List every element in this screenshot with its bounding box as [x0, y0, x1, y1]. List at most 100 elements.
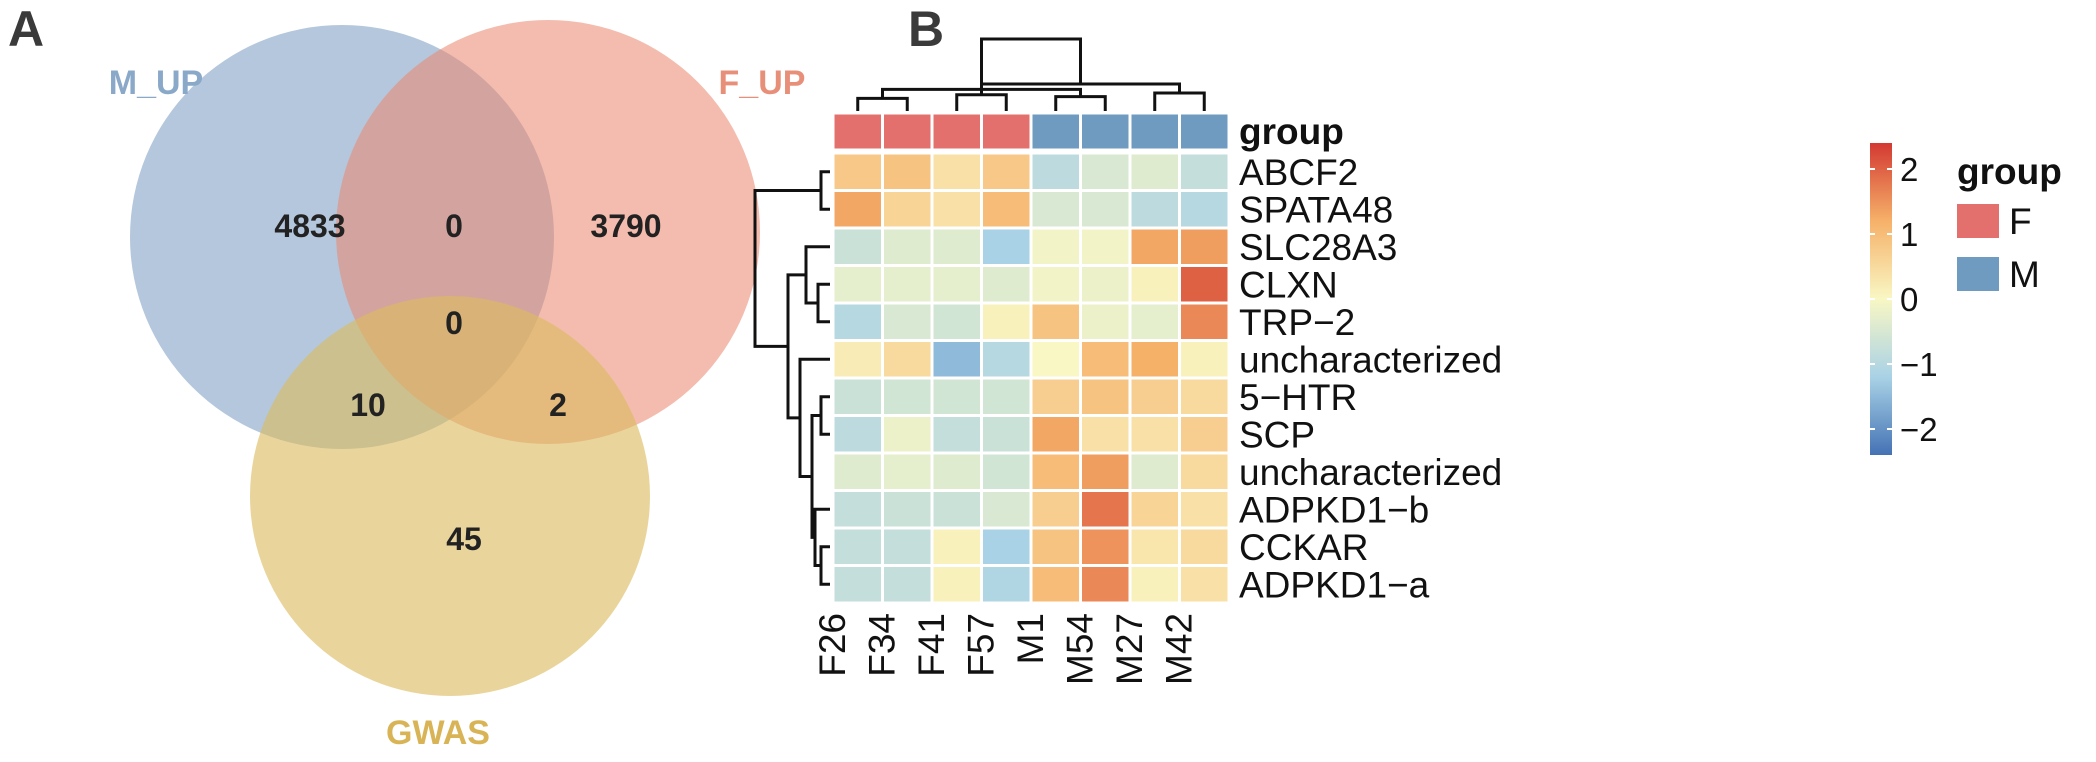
- heatmap-cell: [881, 451, 934, 492]
- heatmap-cell: [831, 451, 884, 492]
- heatmap-cell: [1128, 151, 1181, 192]
- column-label: M54: [1059, 613, 1100, 685]
- heatmap-cell: [1079, 264, 1132, 305]
- heatmap-cell: [1079, 489, 1132, 530]
- row-label: 5−HTR: [1239, 377, 1357, 418]
- dendrogram-branch: [819, 170, 830, 211]
- heatmap-cell: [930, 301, 983, 342]
- heatmap-cells: [831, 151, 1231, 605]
- heatmap-cell: [980, 264, 1033, 305]
- heatmap-cell: [881, 226, 934, 267]
- venn-count-mfg: 0: [445, 305, 463, 341]
- heatmap-cell: [980, 526, 1033, 567]
- venn-label-m-up: M_UP: [109, 64, 203, 102]
- heatmap-cell: [930, 414, 983, 455]
- dendrogram-branch: [798, 357, 830, 478]
- venn-count-f-only: 3790: [590, 208, 661, 244]
- heatmap-cell: [881, 564, 934, 605]
- heatmap-cell: [1029, 489, 1082, 530]
- annotation-row-label: group: [1239, 111, 1344, 152]
- venn-label-f-up: F_UP: [719, 64, 806, 102]
- heatmap-cell: [831, 526, 884, 567]
- row-label: uncharacterized: [1239, 452, 1502, 493]
- annotation-cell-F34: [881, 111, 934, 152]
- heatmap-cell: [1128, 226, 1181, 267]
- heatmap-cell: [1029, 376, 1082, 417]
- heatmap-cell: [1029, 264, 1082, 305]
- heatmap-cell: [1178, 451, 1231, 492]
- heatmap-cell: [1128, 414, 1181, 455]
- heatmap-cell: [1029, 451, 1082, 492]
- heatmap-cell: [980, 339, 1033, 380]
- dendrogram-branch: [786, 273, 806, 420]
- heatmap-cell: [1079, 414, 1132, 455]
- heatmap-cell: [1178, 414, 1231, 455]
- heatmap-cell: [831, 414, 884, 455]
- heatmap-cell: [881, 376, 934, 417]
- column-dendrogram: [856, 37, 1206, 111]
- row-label: SCP: [1239, 414, 1315, 455]
- row-label: SPATA48: [1239, 189, 1393, 230]
- heatmap-cell: [1178, 189, 1231, 230]
- heatmap-cell: [980, 414, 1033, 455]
- color-scale-legend: 210−1−2: [1870, 143, 1938, 455]
- heatmap-cell: [980, 301, 1033, 342]
- group-legend-label: M: [2009, 254, 2040, 295]
- dendrogram-branch: [1054, 95, 1107, 111]
- heatmap-cell: [1178, 564, 1231, 605]
- venn-count-mg: 10: [350, 387, 386, 423]
- heatmap-panel: B ABCF2SPATA48SLC28A3CLXNTRP−2uncharacte…: [753, 1, 2062, 685]
- heatmap-cell: [1178, 376, 1231, 417]
- column-label: M27: [1109, 613, 1150, 685]
- heatmap-cell: [980, 564, 1033, 605]
- row-label: CLXN: [1239, 264, 1338, 305]
- heatmap-cell: [1029, 226, 1082, 267]
- venn-circle-gwas: [250, 296, 650, 696]
- annotation-cell-M27: [1128, 111, 1181, 152]
- heatmap-cell: [881, 264, 934, 305]
- color-scale-tick-label: −1: [1900, 346, 1938, 383]
- color-scale-bar: [1870, 143, 1892, 455]
- venn-count-g-only: 45: [446, 521, 482, 557]
- dendrogram-branch: [819, 395, 830, 436]
- heatmap-cell: [1128, 189, 1181, 230]
- heatmap-cell: [831, 151, 884, 192]
- heatmap-cell: [980, 489, 1033, 530]
- dendrogram-branch: [856, 96, 909, 111]
- row-label: ADPKD1−a: [1239, 564, 1430, 605]
- column-label: F57: [960, 613, 1001, 677]
- heatmap-cell: [1178, 264, 1231, 305]
- heatmap-cell: [930, 526, 983, 567]
- heatmap-cell: [881, 151, 934, 192]
- heatmap-cell: [1029, 189, 1082, 230]
- heatmap-cell: [980, 451, 1033, 492]
- annotation-cell-M1: [1029, 111, 1082, 152]
- heatmap-cell: [1128, 489, 1181, 530]
- heatmap-cell: [1128, 451, 1181, 492]
- venn-count-fg: 2: [549, 387, 567, 423]
- heatmap-cell: [1029, 414, 1082, 455]
- group-legend-title: group: [1957, 151, 2062, 192]
- heatmap-cell: [930, 151, 983, 192]
- heatmap-cell: [881, 414, 934, 455]
- heatmap-cell: [831, 339, 884, 380]
- heatmap-cell: [980, 151, 1033, 192]
- group-annotation-row: [831, 111, 1231, 152]
- venn-label-gwas: GWAS: [386, 714, 490, 752]
- heatmap-cell: [831, 489, 884, 530]
- heatmap-cell: [980, 189, 1033, 230]
- heatmap-cell: [1079, 151, 1132, 192]
- row-label: CCKAR: [1239, 527, 1369, 568]
- column-label: M42: [1158, 613, 1199, 685]
- column-label: F26: [812, 613, 853, 677]
- heatmap-cell: [1128, 376, 1181, 417]
- heatmap-cell: [1029, 564, 1082, 605]
- dendrogram-branch: [816, 282, 830, 324]
- dendrogram-branch: [1153, 91, 1206, 111]
- row-dendrogram: [753, 170, 830, 586]
- annotation-cell-M42: [1178, 111, 1231, 152]
- heatmap-cell: [881, 489, 934, 530]
